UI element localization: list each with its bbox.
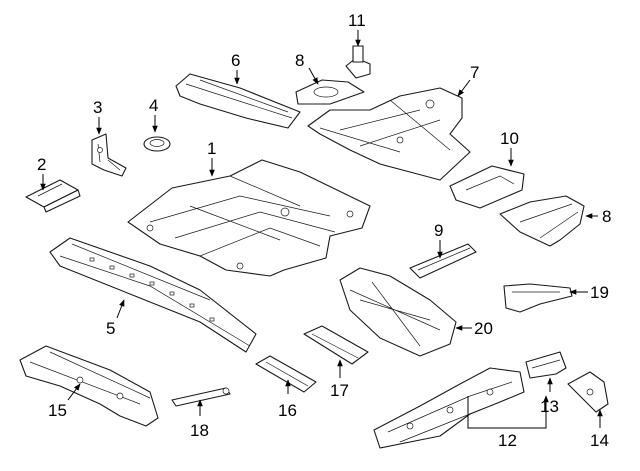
part-9-channel [409,243,477,279]
callout-2: 2 [37,155,46,174]
callout-19: 19 [590,283,609,302]
callout-12: 12 [498,431,517,450]
leader-lines [40,30,603,429]
callout-9: 9 [434,221,443,240]
part-12-rear-frame [373,367,525,449]
part-5-rail [49,237,257,353]
callout-14: 14 [590,431,609,450]
callout-13: 13 [540,397,559,416]
callout-15: 15 [48,401,67,420]
callout-3: 3 [93,98,102,117]
part-1-center-floor-pan [127,159,371,277]
part-17-channel [303,325,369,365]
part-4-plug [143,136,171,152]
callout-8-upper: 8 [295,51,304,70]
callout-7: 7 [470,63,479,82]
callout-18: 18 [190,421,209,440]
callout-8-right: 8 [602,207,611,226]
part-18-link [171,387,231,407]
part-11-stud [345,45,371,79]
part-6-crossmember [175,73,301,129]
part-7-rear-floor [307,87,471,181]
part-16-strip [255,355,317,393]
part-2-bracket [25,179,81,213]
callout-10: 10 [500,129,519,148]
callout-16: 16 [278,401,297,420]
callout-1: 1 [207,139,216,158]
part-10-well [449,165,525,209]
callout-17: 17 [330,381,349,400]
callout-4: 4 [149,96,158,115]
part-8-side-panel [499,195,585,247]
callout-20: 20 [474,319,493,338]
part-20-floor-section [339,267,457,357]
part-3-bracket [91,133,127,177]
part-8-upper-bracket [295,79,365,105]
part-14-gusset [567,371,609,413]
part-15-front-frame [19,345,159,427]
callout-11: 11 [348,11,366,30]
callout-6: 6 [231,51,240,70]
callout-5: 5 [106,319,115,338]
part-19-bracket [503,283,573,313]
callout-numbers: 1 2 3 4 5 6 7 8 8 9 10 11 12 13 14 15 16… [37,11,611,450]
part-13-bracket [525,351,567,379]
